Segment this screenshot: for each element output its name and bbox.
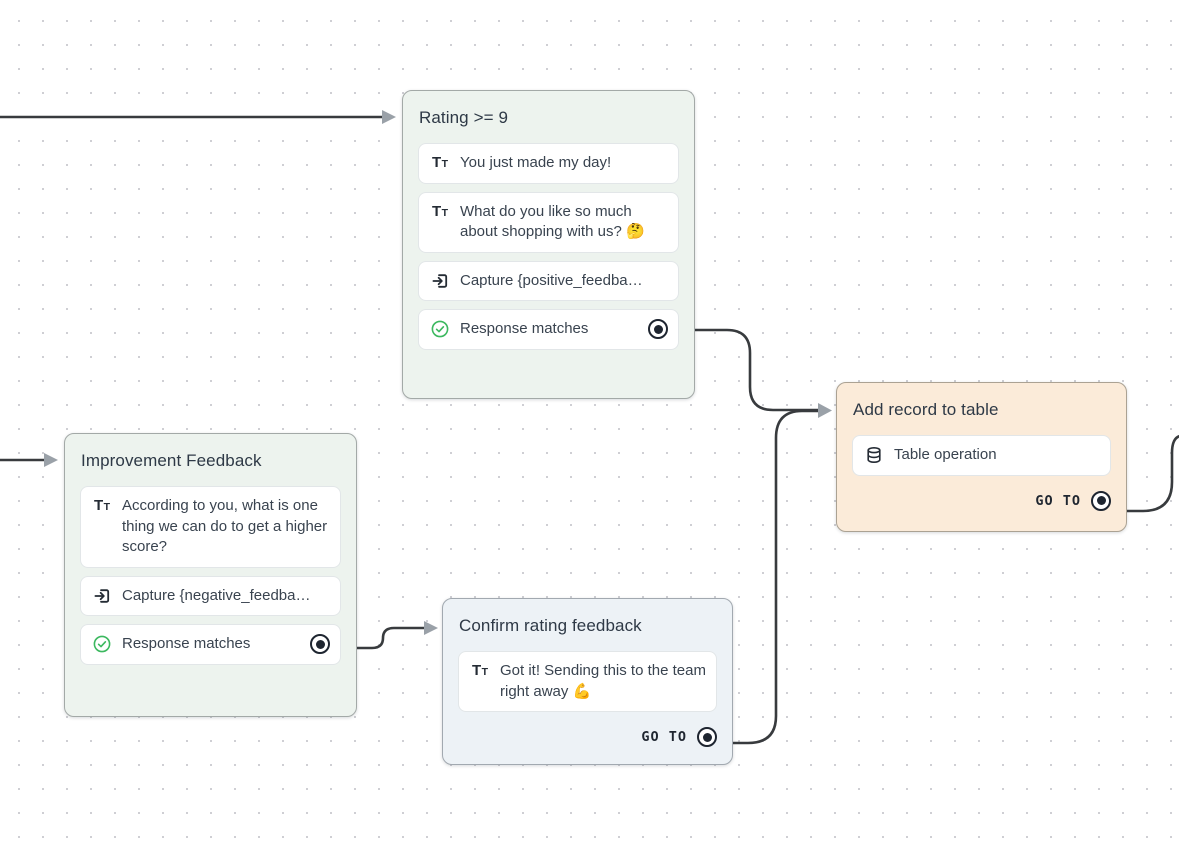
capture-step[interactable]: Capture {negative_feedba… <box>80 575 341 616</box>
check-circle-icon <box>430 319 450 339</box>
arrowhead-rating <box>382 110 396 124</box>
arrowhead-improvement <box>44 453 58 467</box>
step-label: Capture {negative_feedba… <box>122 586 311 604</box>
goto-output-port[interactable] <box>697 727 717 747</box>
node-title: Rating >= 9 <box>419 108 508 127</box>
step-label: Response matches <box>122 635 251 652</box>
edge-rating-to-add-record[interactable] <box>693 328 820 412</box>
edge-add-record-out[interactable] <box>1124 434 1179 513</box>
edge-improvement-to-confirm[interactable] <box>355 626 426 650</box>
step-label: Got it! Sending this to the team right a… <box>500 662 706 700</box>
edge-confirm-to-add-record[interactable] <box>731 409 820 745</box>
node-title: Improvement Feedback <box>81 451 262 470</box>
node-add-record-to-table[interactable]: Add record to table Table operation GO T… <box>836 382 1127 532</box>
step-label: Response matches <box>460 320 589 337</box>
capture-step[interactable]: Capture {positive_feedba… <box>418 260 679 301</box>
goto-row: GO TO <box>458 727 717 747</box>
arrowhead-add-record <box>818 403 832 418</box>
capture-icon <box>430 271 450 291</box>
arrowhead-confirm <box>424 621 438 635</box>
node-title: Confirm rating feedback <box>459 616 642 635</box>
response-matches-step[interactable]: Response matches <box>80 624 341 665</box>
capture-icon <box>92 586 112 606</box>
output-port[interactable] <box>648 319 668 340</box>
step-label: What do you like so much about shopping … <box>460 202 645 241</box>
step-label: According to you, what is one thing we c… <box>122 497 328 555</box>
goto-label: GO TO <box>1035 492 1081 509</box>
goto-output-port[interactable] <box>1091 490 1111 511</box>
response-matches-step[interactable]: Response matches <box>418 309 679 350</box>
step-label: Capture {positive_feedba… <box>460 271 643 289</box>
goto-row: GO TO <box>852 490 1111 511</box>
table-operation-step[interactable]: Table operation <box>852 435 1111 476</box>
node-title: Add record to table <box>853 400 999 419</box>
output-port[interactable] <box>310 634 330 655</box>
goto-label: GO TO <box>641 729 687 745</box>
check-circle-icon <box>92 634 112 654</box>
step-label: You just made my day! <box>460 154 612 171</box>
step-label: Table operation <box>894 446 997 463</box>
database-icon <box>864 445 884 465</box>
